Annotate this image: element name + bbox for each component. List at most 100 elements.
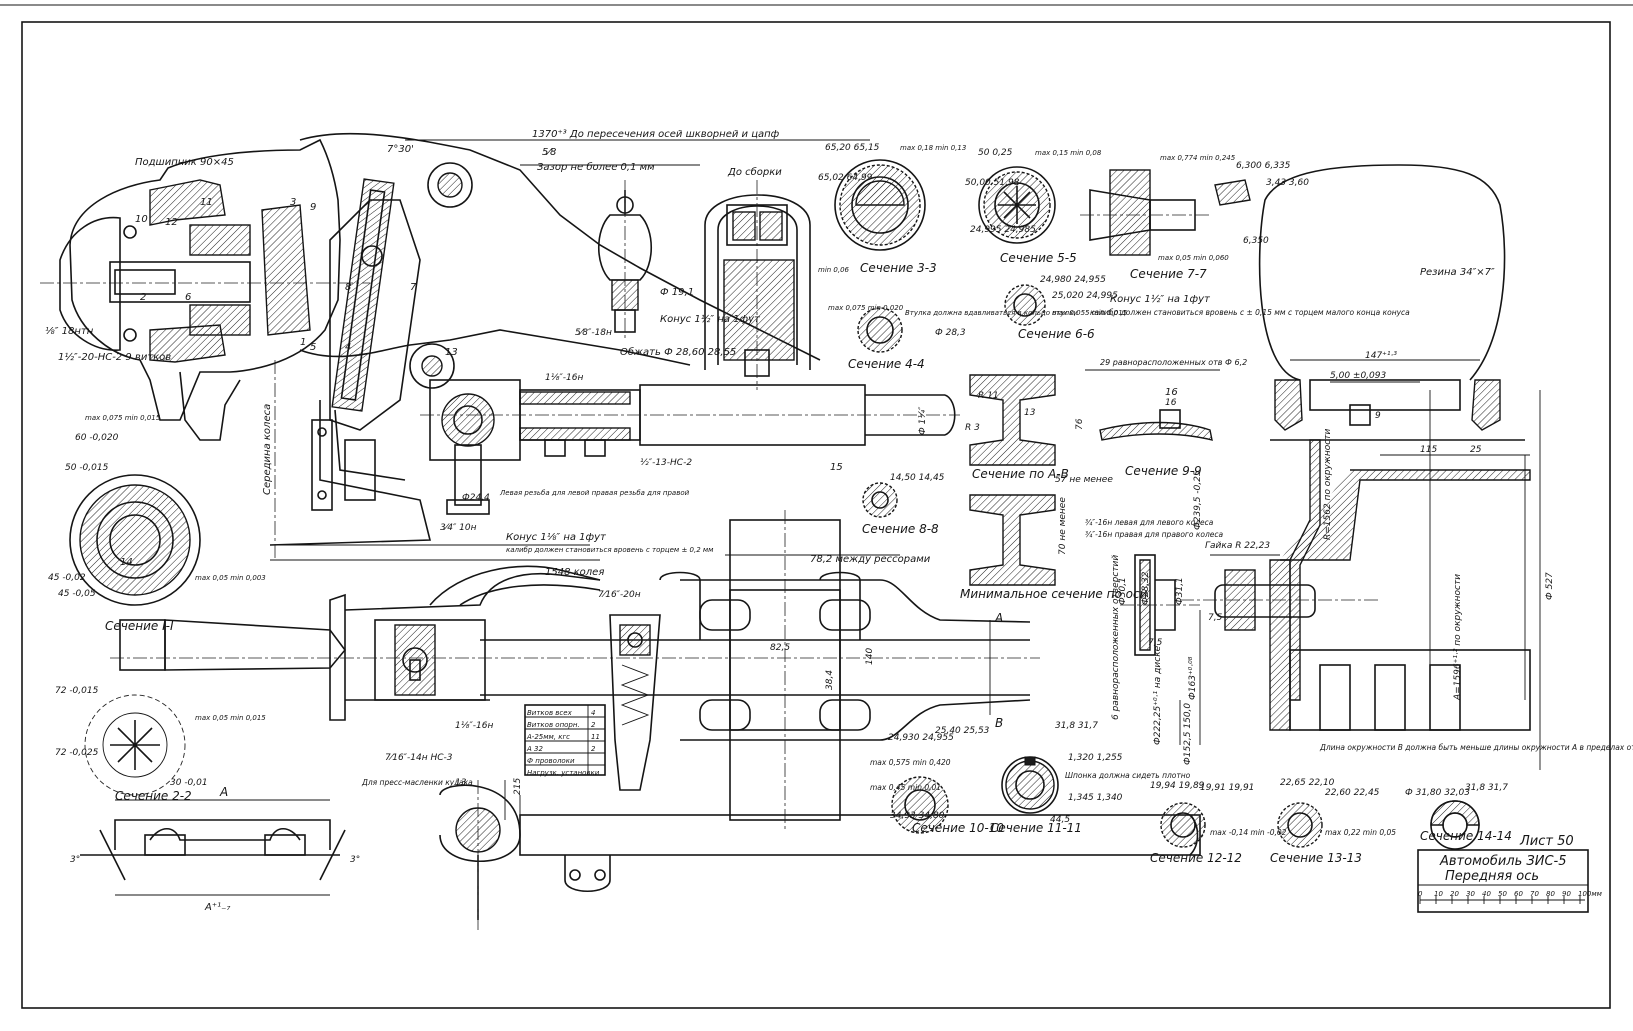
callout-number: 9 bbox=[310, 202, 316, 213]
wheel-d25: 25 bbox=[1470, 445, 1482, 455]
wheel-assembly-view bbox=[1180, 164, 1541, 770]
caption-section-min: Минимальное сечение по оси bbox=[960, 587, 1148, 601]
section-12-12-drawing bbox=[1160, 802, 1206, 848]
s7-dim-d: 6,350 bbox=[1243, 236, 1269, 246]
axle-thread-7-16: 7⁄16″-20н bbox=[598, 590, 641, 600]
dim-gap: Зазор не более 0,1 мм bbox=[537, 161, 655, 173]
scale-tick-label: 70 bbox=[1530, 890, 1539, 898]
scale-tick-label: 90 bbox=[1562, 890, 1571, 898]
callout-number: 14 bbox=[120, 557, 133, 568]
s12-dim-c: max -0,14 min -0,02 bbox=[1210, 828, 1287, 837]
axle-beam-w: 82,5 bbox=[770, 643, 790, 653]
s2-dim-a: 72 -0,015 bbox=[55, 686, 99, 696]
s4-dim-b: Втулка должна вдавливаться в кольцо втул… bbox=[905, 309, 1078, 317]
spring-table-value: 2 bbox=[591, 721, 596, 729]
section-6-6-drawing bbox=[1004, 284, 1046, 326]
section-1-1-drawing bbox=[69, 474, 201, 606]
wheel-d9: 9 bbox=[1375, 411, 1381, 421]
callout-number: 8 bbox=[345, 282, 351, 293]
s1-dim-top: max 0,075 min 0,015 bbox=[85, 414, 161, 422]
axle-grease: Для пресс-масленки кулака bbox=[361, 778, 473, 787]
tie-rod-angle-1: 3° bbox=[70, 855, 80, 865]
caption-section-6-6: Сечение 6-6 bbox=[1018, 327, 1095, 341]
scale-tick-label: 60 bbox=[1514, 890, 1523, 898]
dim-taper1-note: калибр должен становиться вровень с торц… bbox=[506, 546, 714, 554]
s8-dim-a: 14,50 14,45 bbox=[890, 473, 945, 483]
wheel-rim-w: 147⁺¹·³ bbox=[1365, 351, 1397, 361]
axle-section-a: A bbox=[994, 611, 1003, 625]
axle-nc3: 7⁄16″-14н НС-3 bbox=[385, 753, 453, 763]
s7-dim-e: max 0,05 min 0,060 bbox=[1158, 254, 1229, 262]
spring-table-label: Витков опорн. bbox=[527, 721, 580, 729]
dim-d1: Ф24,4 bbox=[462, 493, 490, 503]
callout-number: 2 bbox=[140, 292, 146, 303]
s12-dim-b: 19,91 19,91 bbox=[1200, 783, 1254, 793]
dim-wheel-center: Середина колеса bbox=[262, 404, 273, 495]
caption-section-14-14: Сечение 14-14 bbox=[1420, 829, 1512, 843]
caption-section-4-4: Сечение 4-4 bbox=[848, 357, 925, 371]
s12-dim-a: 19,94 19,89 bbox=[1150, 781, 1205, 791]
dim-left-thread: Левая резьба для левой правая резьба для… bbox=[499, 489, 690, 497]
callout-number: 3 bbox=[290, 197, 296, 208]
s10-dim-d: max 0,45 min 0,01 bbox=[870, 783, 941, 792]
wheel-nut: Гайка R 22,23 bbox=[1205, 541, 1270, 551]
hub-assembly-view bbox=[40, 132, 821, 560]
s10-dim-a: 24,930 24,955 bbox=[888, 733, 954, 743]
spring-table-value: 11 bbox=[591, 733, 600, 741]
s13-dim-c: max 0,22 min 0,05 bbox=[1325, 828, 1396, 837]
s5-dim-b: max 0,15 min 0,08 bbox=[1035, 149, 1102, 157]
s7-note: калибр должен становиться вровень с ± 0,… bbox=[1090, 308, 1410, 317]
sheet-frame bbox=[21, 21, 1611, 1009]
scale-tick-label: 20 bbox=[1450, 890, 1459, 898]
tie-rod-dim-a17: A⁺¹₋₇ bbox=[204, 902, 230, 913]
sab-dim-e: 76 bbox=[1075, 418, 1085, 430]
section-min-drawing bbox=[969, 494, 1056, 586]
scale-tick-label: 30 bbox=[1466, 890, 1475, 898]
wheel-r78: 7,5 bbox=[1208, 613, 1223, 623]
callout-number: 4 bbox=[345, 342, 351, 353]
wheel-d527: Ф 527 bbox=[1545, 572, 1555, 600]
callout-number: 7 bbox=[410, 282, 417, 293]
axle-d13: 13 bbox=[455, 778, 467, 788]
section-14-14-drawing bbox=[1430, 800, 1480, 850]
tie-rod-angle-2: 3° bbox=[350, 855, 360, 865]
s9-dim-a: 29 равнорасположенных отв Ф 6,2 bbox=[1100, 358, 1247, 367]
wheel-thread-r: ¾″-16н правая для правого колеса bbox=[1085, 530, 1223, 539]
dim-thread-nc: ½″-13-НС-2 bbox=[640, 458, 692, 468]
dim-taper2: Конус 1½″ на 1фут bbox=[660, 313, 761, 325]
s14-dim-b: 31,8 31,7 bbox=[1465, 783, 1508, 793]
wheel-thread-l: ¾″-16н левая для левого колеса bbox=[1085, 518, 1214, 527]
s5-dim-c: 24,995 24,985 bbox=[970, 225, 1036, 235]
caption-section-1-1: Сечение I-I bbox=[105, 619, 174, 633]
vehicle-name: Автомобиль ЗИС-5 bbox=[1439, 854, 1567, 869]
s1-dim-c: 45 -0,02 bbox=[48, 573, 86, 583]
s5-dim-d: 50,00 51,98 bbox=[965, 178, 1020, 188]
axle-beam-d: 38,4 bbox=[825, 670, 835, 690]
s9-dim-b: 16 bbox=[1165, 398, 1177, 408]
s13-dim-b: 22,60 22,45 bbox=[1325, 788, 1380, 798]
caption-section-3-3: Сечение 3-3 bbox=[860, 261, 937, 275]
spring-table-label: Ф проволоки bbox=[527, 757, 575, 765]
tie-rod-end-view bbox=[420, 379, 960, 515]
sheet-number: Лист 50 bbox=[1519, 834, 1574, 849]
wheel-r1562: R=1562 по окружности bbox=[1323, 429, 1333, 540]
dim-one-three: 1⅛″-16н bbox=[545, 373, 584, 383]
caption-section-11-11: Сечение 11-11 bbox=[990, 821, 1082, 835]
caption-section-ab: Сечение по А-В bbox=[972, 467, 1069, 481]
spring-table-value: 2 bbox=[591, 745, 596, 753]
callout-number: 1 bbox=[300, 337, 306, 348]
callout-number: 11 bbox=[200, 197, 213, 208]
wheel-rim-inner: 5,00 ±0,093 bbox=[1330, 371, 1386, 381]
s4-dim-c: Ф 28,3 bbox=[935, 328, 966, 338]
caption-section-12-12: Сечение 12-12 bbox=[1150, 851, 1242, 865]
caption-section-10-10: Сечение 10-10 bbox=[912, 821, 1004, 835]
section-2-2-drawing bbox=[84, 694, 186, 796]
s10-dim-b: 25,40 25,53 bbox=[935, 726, 990, 736]
caption-section-8-8: Сечение 8-8 bbox=[862, 522, 939, 536]
tie-rod-dim-a: A bbox=[219, 785, 228, 799]
s3-dim-a: 65,20 65,15 bbox=[825, 143, 880, 153]
s11-dim-d: 44,5 bbox=[1050, 815, 1070, 825]
s2-dim-c: max 0,05 min 0,015 bbox=[195, 714, 266, 722]
